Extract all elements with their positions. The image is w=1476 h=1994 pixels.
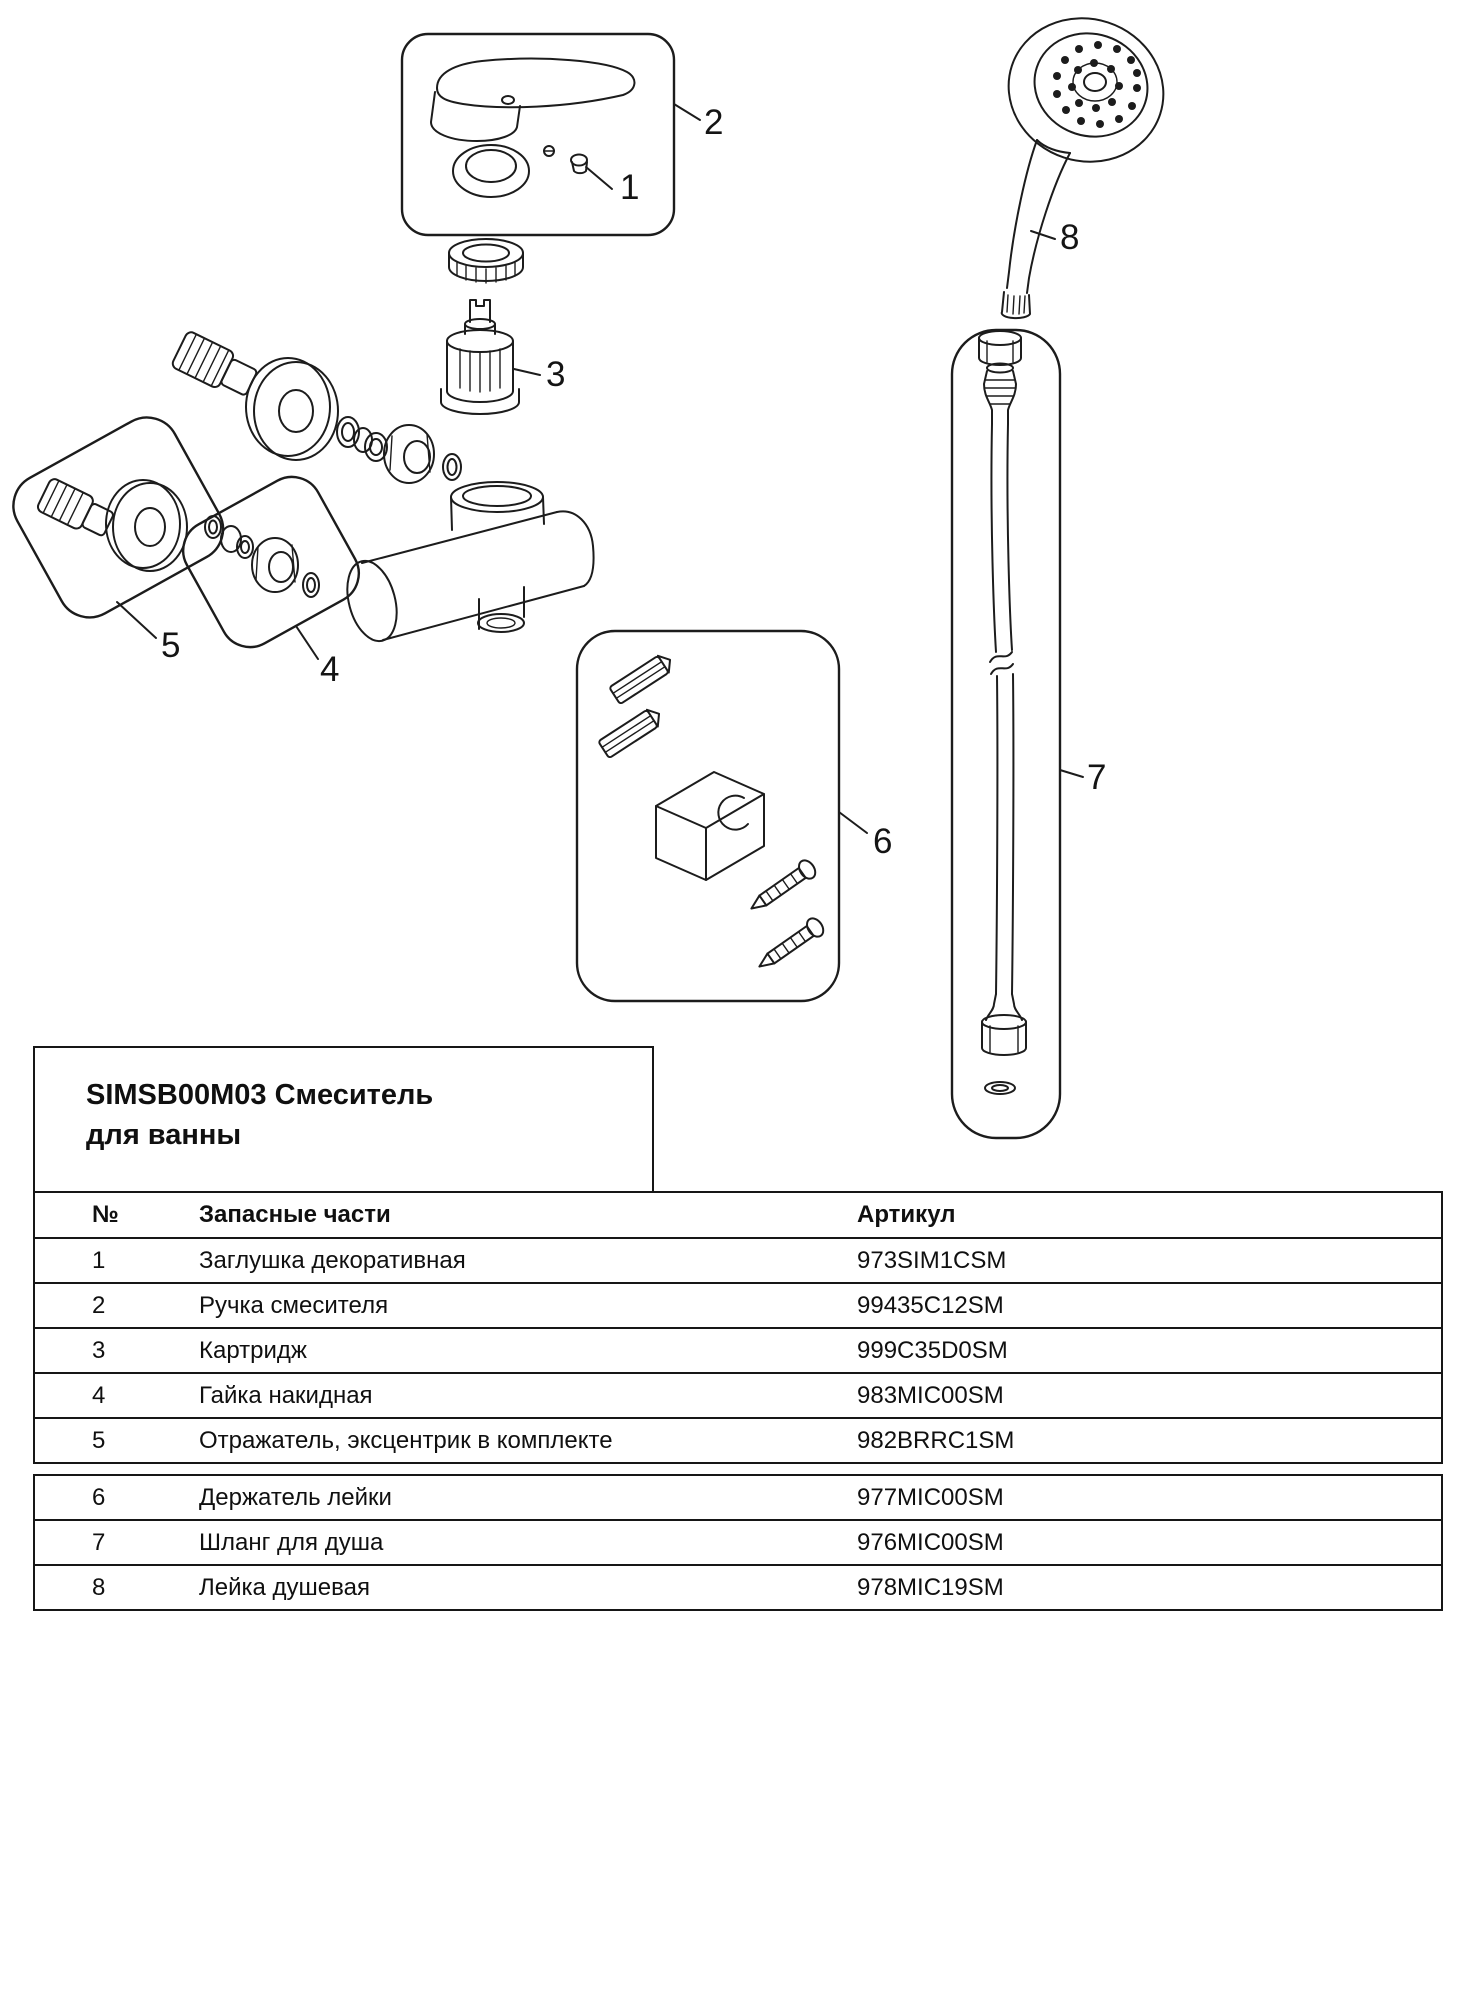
table-row: 3 Картридж 999C35D0SM [35,1329,1441,1374]
part-article-cell: 978MIC19SM [857,1573,1004,1601]
handle-assembly-box [400,32,676,237]
part-article-cell: 982BRRC1SM [857,1426,1015,1454]
svg-text:4: 4 [320,650,339,689]
part-article-cell: 976MIC00SM [857,1528,1004,1556]
reflector-part-kit [105,479,188,572]
svg-text:7: 7 [1087,758,1106,797]
spray-nozzles [1053,41,1141,128]
parts-table-lower: 6 Держатель лейки 977MIC00SM 7 Шланг для… [33,1474,1443,1611]
svg-text:5: 5 [161,626,180,665]
part-number-cell: 8 [92,1573,106,1601]
part-number-cell: 7 [92,1528,106,1556]
part-name-cell: Картридж [199,1336,307,1364]
parts-table-header-row: № Запасные части Артикул [35,1193,1441,1239]
wall-anchor-part [609,654,672,705]
part-article-cell: 983MIC00SM [857,1381,1004,1409]
part-article-cell: 977MIC00SM [857,1483,1004,1511]
o-ring-part-kit [302,572,320,598]
washer-stack-upper [336,416,388,462]
washer-parts-kit [204,515,254,559]
handle-screw-part [543,145,555,157]
callout-2: 2 [673,103,723,142]
product-title-line2: для ванны [86,1119,242,1151]
shower-holder-part [655,771,765,881]
product-title-box: SIMSB00M03 Смеситель для ванны [33,1046,654,1193]
part-name-cell: Отражатель, эксцентрик в комплекте [199,1426,613,1454]
svg-text:6: 6 [873,822,892,861]
part-name-cell: Лейка душевая [199,1573,370,1601]
wall-anchor-part [598,708,661,759]
header-number: № [92,1201,119,1228]
callout-1: 1 [585,166,639,207]
part-article-cell: 99435C12SM [857,1291,1004,1319]
union-nut-part-upper [383,424,435,484]
o-ring-part-upper [442,453,462,481]
part-name-cell: Держатель лейки [199,1483,392,1511]
hose-box [950,328,1062,1140]
part-number-cell: 2 [92,1291,106,1319]
table-row: 2 Ручка смесителя 99435C12SM [35,1284,1441,1329]
callout-8: 8 [1030,218,1079,257]
part-name-cell: Заглушка декоративная [199,1246,466,1274]
part-number-cell: 4 [92,1381,106,1409]
decorative-ring-part [452,144,530,198]
callout-7: 7 [1059,758,1106,797]
mounting-ring-nut-part [448,238,524,284]
reflector-part-upper [245,357,339,461]
union-nut-kit-box [182,475,360,649]
eccentric-part-upper [171,331,258,396]
callout-3: 3 [513,355,565,394]
product-title-line1: SIMSB00M03 Смеситель [86,1079,434,1111]
callout-6: 6 [838,811,892,861]
table-row: 6 Держатель лейки 977MIC00SM [35,1476,1441,1521]
union-nut-part-kit [251,537,299,593]
header-name: Запасные части [199,1201,391,1228]
callout-5: 5 [116,601,180,665]
mounting-screw-part [750,859,817,910]
parts-table-upper: № Запасные части Артикул 1 Заглушка деко… [33,1191,1443,1464]
table-row: 8 Лейка душевая 978MIC19SM [35,1566,1441,1611]
mixer-handle-part [430,57,636,142]
table-row: 1 Заглушка декоративная 973SIM1CSM [35,1239,1441,1284]
part-name-cell: Гайка накидная [199,1381,373,1409]
part-number-cell: 1 [92,1246,106,1274]
cartridge-part [440,299,520,415]
shower-hose-part [978,330,1027,1095]
part-article-cell: 973SIM1CSM [857,1246,1007,1274]
svg-text:8: 8 [1060,218,1079,257]
part-article-cell: 999C35D0SM [857,1336,1008,1364]
callout-4: 4 [295,625,339,689]
exploded-view-diagram: 1 2 [12,17,1165,1140]
svg-text:3: 3 [546,355,565,394]
part-name-cell: Шланг для душа [199,1528,384,1556]
table-row: 5 Отражатель, эксцентрик в комплекте 982… [35,1419,1441,1464]
mounting-screw-part [758,917,825,968]
faucet-body-part [346,481,595,643]
eccentric-part-kit [36,478,114,537]
table-row: 4 Гайка накидная 983MIC00SM [35,1374,1441,1419]
part-number-cell: 6 [92,1483,106,1511]
part-number-cell: 3 [92,1336,106,1364]
part-name-cell: Ручка смесителя [199,1291,389,1319]
header-article: Артикул [857,1201,956,1228]
part-number-cell: 5 [92,1426,106,1454]
holder-kit-box [575,629,841,1003]
reflector-kit-box [12,416,225,619]
table-row: 7 Шланг для душа 976MIC00SM [35,1521,1441,1566]
svg-text:2: 2 [704,103,723,142]
svg-text:1: 1 [620,168,639,207]
shower-head-part [1000,17,1165,320]
decorative-plug-part [570,153,588,175]
